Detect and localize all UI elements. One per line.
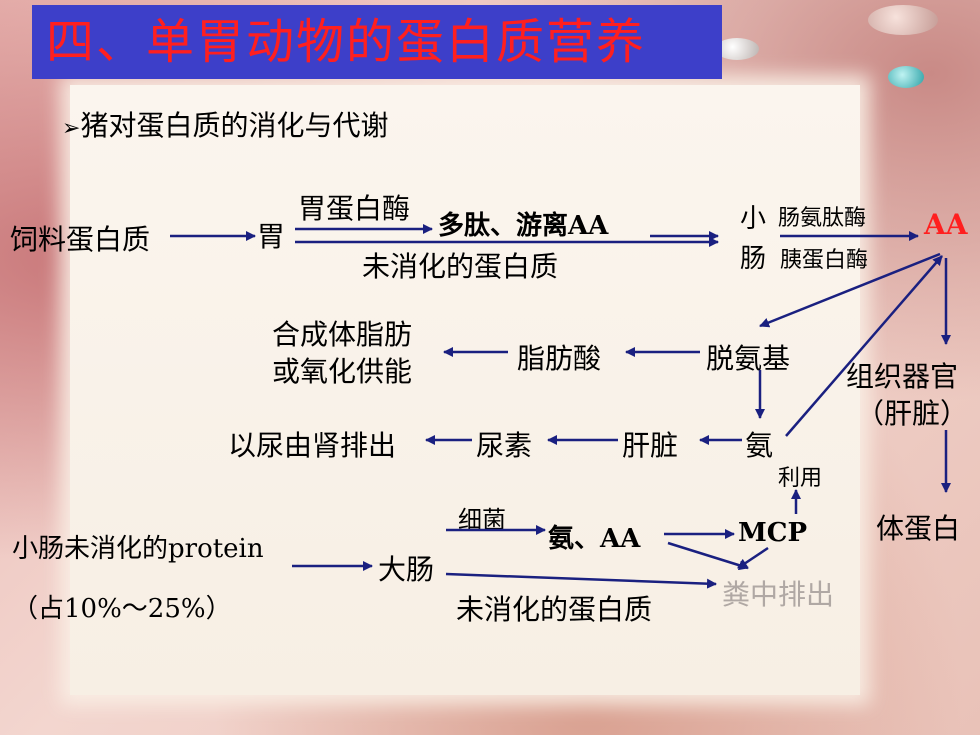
label-utilize: 利用	[778, 466, 823, 491]
arrow-mcp-to-feces	[737, 546, 769, 570]
node-mcp: MCP	[738, 518, 808, 548]
node-peptides: 多肽、游离AA	[438, 211, 609, 241]
node-urea: 尿素	[476, 429, 533, 462]
node-undigested-protein-stomach: 未消化的蛋白质	[362, 250, 559, 283]
arrow-ammonia-to-aa	[785, 255, 943, 437]
label-trypsin: 胰蛋白酶	[780, 248, 869, 273]
node-large-intestine: 大肠	[378, 553, 435, 586]
node-undigested-si: 小肠未消化的protein	[12, 534, 264, 564]
node-small-intestine-2: 肠	[740, 244, 767, 274]
label-aminopeptidase: 肠氨肽酶	[778, 206, 867, 231]
arrow-aa-to-deamination	[759, 252, 941, 328]
subtitle: ➢猪对蛋白质的消化与代谢	[62, 104, 388, 144]
node-ammonia: 氨	[745, 429, 774, 462]
arrow-ammonia-aa-to-feces	[667, 541, 749, 571]
node-tissue-line1: 组织器官	[846, 360, 959, 393]
node-aa: AA	[924, 208, 968, 241]
node-fatty-acid: 脂肪酸	[517, 342, 602, 375]
arrow-large-to-feces	[445, 572, 717, 589]
node-feed-protein: 饲料蛋白质	[10, 223, 151, 256]
label-pepsin: 胃蛋白酶	[298, 192, 411, 225]
node-synthesis-line2: 或氧化供能	[272, 355, 413, 388]
node-feces: 粪中排出	[722, 578, 835, 611]
slide-title: 四、单胃动物的蛋白质营养	[32, 5, 722, 79]
node-deamination: 脱氨基	[706, 342, 791, 375]
node-ratio: （占10%～25%）	[12, 594, 232, 624]
node-undigested-protein-li: 未消化的蛋白质	[456, 593, 653, 626]
node-small-intestine-1: 小	[740, 204, 767, 234]
node-body-protein: 体蛋白	[876, 512, 961, 545]
subtitle-text: 猪对蛋白质的消化与代谢	[80, 109, 389, 142]
decor-bubble	[715, 38, 759, 60]
node-tissue-line2: （肝脏）	[856, 397, 969, 430]
decor-bubble	[868, 5, 938, 35]
node-stomach: 胃	[257, 220, 286, 253]
content-panel	[70, 85, 860, 695]
arrow-bullet-icon: ➢	[62, 116, 81, 141]
node-synthesis-line1: 合成体脂肪	[272, 318, 413, 351]
node-liver: 肝脏	[622, 429, 679, 462]
node-urine-excretion: 以尿由肾排出	[228, 429, 397, 462]
node-ammonia-aa: 氨、AA	[548, 524, 641, 554]
decor-bubble	[888, 66, 924, 88]
